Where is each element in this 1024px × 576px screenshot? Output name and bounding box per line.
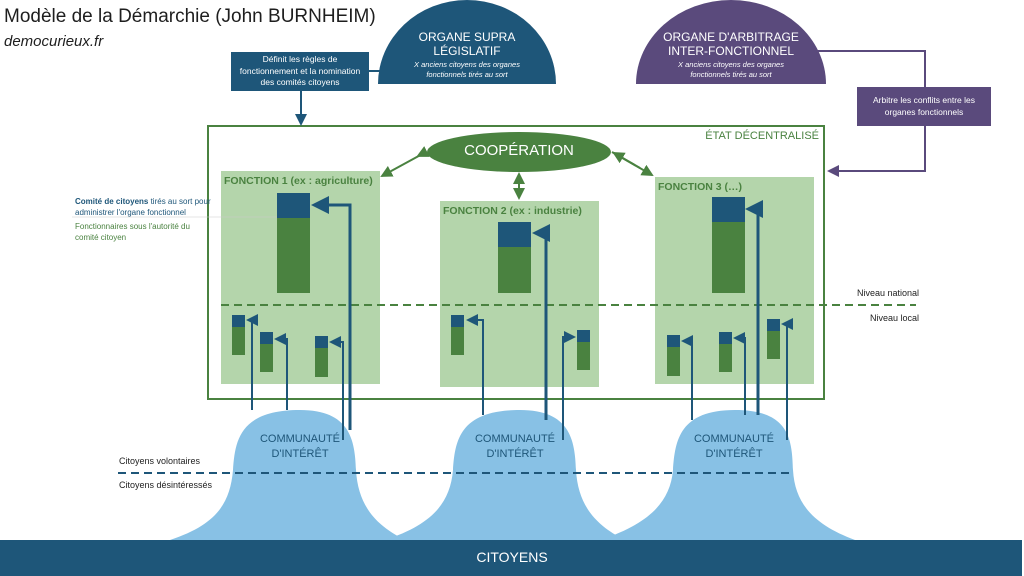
volunteers-label: Citoyens volontaires: [119, 456, 201, 466]
citizens-label: CITOYENS: [476, 549, 548, 565]
supra-dome: [378, 0, 556, 84]
state-border: [207, 125, 825, 400]
legend-officials: Fonctionnaires sous l'autorité du comité…: [75, 222, 190, 242]
function-3-label: FONCTION 3 (…): [658, 181, 742, 193]
arbitrage-dome: [636, 0, 826, 84]
community-shape-1: [170, 410, 405, 540]
state-label: ÉTAT DÉCENTRALISÉ: [705, 130, 819, 142]
function-1-label: FONCTION 1 (ex : agriculture): [224, 175, 373, 187]
supra-note-box: [231, 52, 369, 91]
arbitrage-note-box: [857, 87, 991, 126]
arbitrage-note: Arbitre les conflits entre les organes f…: [872, 95, 976, 117]
arbitrage-title: ORGANE D'ARBITRAGE INTER-FONCTIONNEL: [663, 30, 799, 58]
supra-note: Définit les règles de fonctionnement et …: [239, 54, 361, 87]
function-2-label: FONCTION 2 (ex : industrie): [443, 205, 582, 217]
local-committees: [232, 315, 780, 377]
page-subtitle: democurieux.fr: [4, 33, 104, 50]
legend-committee: Comité de citoyens tirés au sort pour ad…: [75, 197, 211, 217]
citizens-bar: [0, 540, 1022, 576]
cooperation-ellipse: [427, 132, 611, 172]
local-level-label: Niveau local: [870, 313, 920, 323]
supra-title: ORGANE SUPRA LÉGISLATIF: [418, 30, 516, 58]
page-title: Modèle de la Démarchie (John BURNHEIM): [4, 6, 376, 27]
national-level-label: Niveau national: [857, 288, 920, 298]
supra-description: X anciens citoyens des organes fonctionn…: [414, 60, 520, 79]
community-shape-3: [600, 410, 855, 540]
uninterested-label: Citoyens désintéressés: [119, 480, 213, 490]
community-shape-2: [385, 410, 625, 540]
arbitrage-description: X anciens citoyens des organes fonctionn…: [678, 60, 784, 79]
cooperation-label: COOPÉRATION: [464, 142, 574, 159]
